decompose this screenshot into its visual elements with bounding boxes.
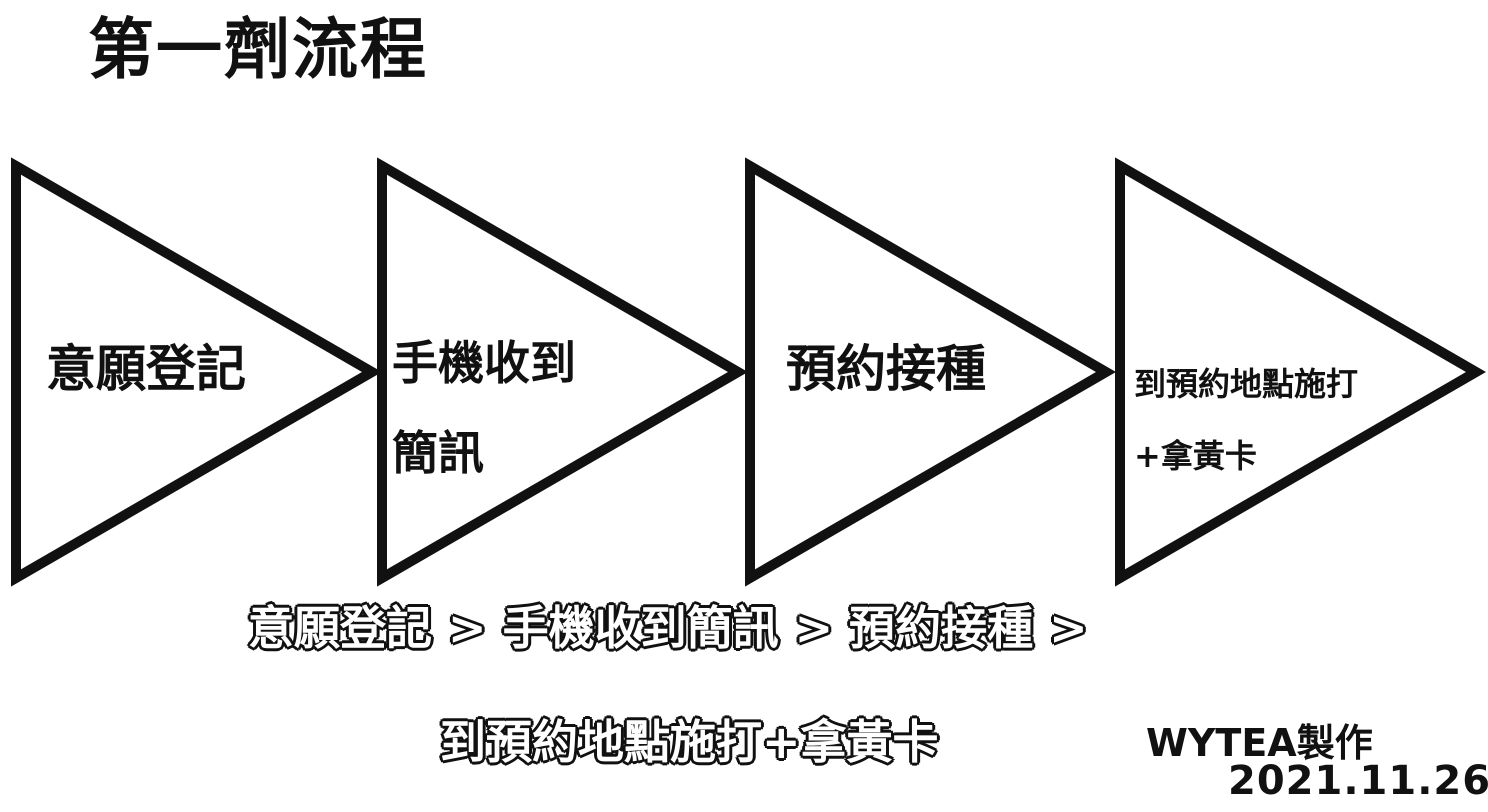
- step-3-triangle: [745, 157, 1116, 587]
- step-4-label: 到預約地點施打 +拿黃卡: [1134, 348, 1358, 492]
- step-3-line-1: 預約接種: [786, 340, 986, 398]
- step-2-line-1: 手機收到: [392, 336, 576, 390]
- step-2-line-2: 簡訊: [392, 426, 484, 480]
- step-3-label: 預約接種: [786, 344, 986, 394]
- step-1-triangle: [11, 157, 382, 587]
- step-1-line-1: 意願登記: [46, 340, 246, 398]
- step-2-triangle: [377, 157, 748, 587]
- step-2-label: 手機收到 簡訊: [392, 318, 576, 498]
- summary-line-1: 意願登記 > 手機收到簡訊 > 預約接種 >: [247, 600, 1089, 656]
- credit-text: WYTEA製作: [1146, 721, 1373, 765]
- step-4-line-2: +拿黃卡: [1134, 437, 1257, 475]
- step-4-triangle: [1115, 157, 1486, 587]
- step-4-line-1: 到預約地點施打: [1134, 365, 1359, 403]
- step-1-label: 意願登記: [46, 344, 246, 394]
- summary-line-2: 到預約地點施打+拿黃卡: [439, 714, 940, 770]
- date-text: 2021.11.26: [1228, 758, 1488, 804]
- page-title: 第一劑流程: [88, 11, 428, 88]
